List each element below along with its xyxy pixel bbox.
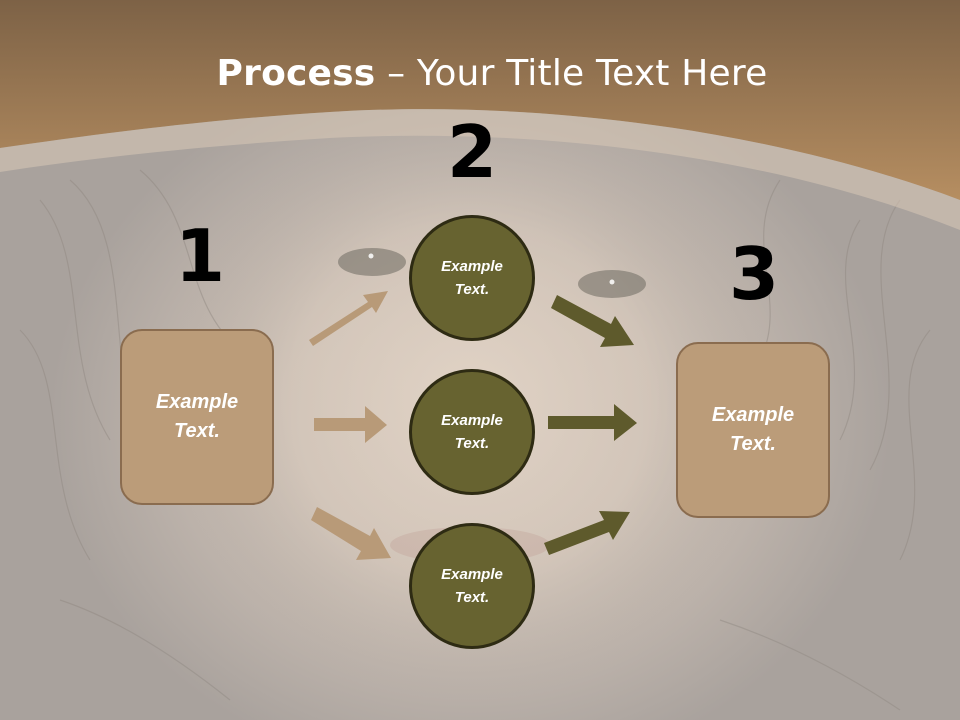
arrow-tan-right (314, 406, 387, 443)
circle-bottom-text: Example Text. (441, 566, 503, 606)
circle-middle: Example Text. (409, 369, 535, 495)
arrow-olive-down (551, 295, 634, 347)
circle-bottom: Example Text. (409, 523, 535, 649)
left-box-text: Example Text. (155, 391, 239, 442)
step-number-3: 3 (728, 232, 780, 316)
arrow-tan-up (309, 291, 388, 346)
arrow-olive-right (548, 404, 637, 441)
header-band (0, 0, 960, 230)
right-box-text: Example Text. (711, 404, 795, 455)
arrow-tan-down (311, 507, 391, 560)
title-rest: – Your Title Text Here (375, 53, 768, 94)
right-box: Example Text. (676, 342, 830, 518)
left-box: Example Text. (120, 329, 274, 505)
slide-title: Process – Your Title Text Here (0, 52, 960, 96)
arrow-olive-up (544, 511, 630, 555)
circle-top-text: Example Text. (441, 258, 503, 298)
step-number-1: 1 (174, 214, 226, 298)
circle-top: Example Text. (409, 215, 535, 341)
circle-middle-text: Example Text. (441, 412, 503, 452)
title-bold: Process (216, 53, 376, 94)
step-number-2: 2 (446, 110, 498, 194)
